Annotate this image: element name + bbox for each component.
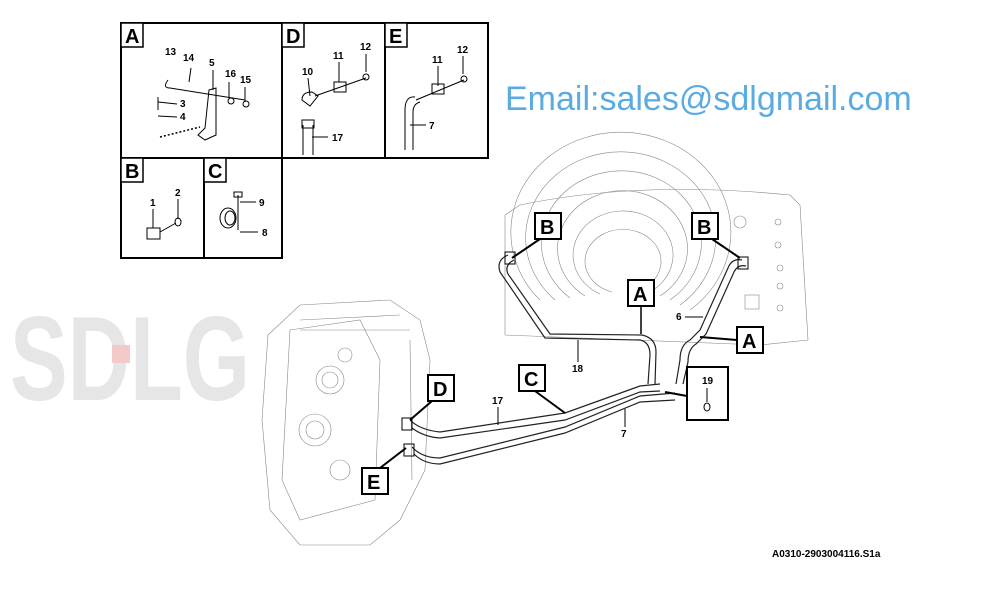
fitting-b-right [737, 256, 749, 270]
hose-7 [411, 392, 676, 465]
detail-view-c: C 9 8 [203, 157, 268, 239]
callout-16: 16 [225, 69, 237, 80]
callout-2: 2 [175, 188, 181, 199]
view-c-label: C [208, 161, 222, 183]
callout-3: 3 [180, 99, 186, 110]
detail-view-b: B 1 2 [120, 157, 182, 240]
fitting-d [401, 417, 413, 431]
callout-6: 6 [676, 312, 682, 323]
marker-b-right: B [691, 212, 741, 259]
fitting-e [403, 443, 415, 457]
detail-view-d: D 10 11 12 17 [281, 22, 372, 155]
view-a-label: A [125, 26, 139, 48]
email-watermark: Email:sales@sdlgmail.com [505, 80, 912, 118]
fan-guard [510, 131, 732, 311]
marker-d-label: D [433, 379, 447, 401]
callout-8: 8 [262, 228, 268, 239]
callout-1: 1 [150, 198, 156, 209]
marker-a-right: A [699, 326, 764, 354]
radiator-fan-shroud [504, 131, 809, 346]
callout-9: 9 [259, 198, 265, 209]
hose-17 [409, 383, 661, 439]
view-d-label: D [286, 26, 300, 48]
callout-17-main: 17 [492, 396, 504, 407]
marker-d: D [409, 374, 455, 421]
callout-4: 4 [180, 112, 186, 123]
fitting-b-left [504, 251, 516, 265]
brand-watermark: SDLG [10, 292, 250, 426]
detail-view-e: E 11 12 7 [384, 22, 469, 150]
view-e-label: E [389, 26, 402, 48]
marker-b-left: B [511, 212, 562, 259]
transmission-housing [261, 299, 431, 546]
callout-7: 7 [429, 121, 435, 132]
drawing-code: A0310-2903004116.S1a [772, 549, 881, 560]
marker-e: E [361, 447, 407, 495]
main-callouts: 6 18 17 7 [492, 312, 703, 440]
view-b-label: B [125, 161, 139, 183]
hose-6 [675, 259, 747, 385]
marker-c: C [518, 364, 566, 414]
marker-b-left-label: B [540, 217, 554, 239]
callout-13: 13 [165, 47, 177, 58]
marker-b-right-label: B [697, 217, 711, 239]
marker-a-center: A [627, 279, 655, 334]
callout-12: 12 [457, 45, 469, 56]
marker-e-label: E [367, 472, 380, 494]
callout-14: 14 [183, 53, 195, 64]
detail-view-a: A 13 14 5 16 15 3 4 [120, 22, 252, 141]
callout-11: 11 [333, 51, 344, 62]
callout-5: 5 [209, 58, 215, 69]
callout-11: 11 [432, 55, 443, 66]
callout-19: 19 [702, 376, 714, 387]
callout-17: 17 [332, 133, 344, 144]
callout-10: 10 [302, 67, 314, 78]
callout-12: 12 [360, 42, 372, 53]
marker-a-center-label: A [633, 284, 647, 306]
callout-18: 18 [572, 364, 584, 375]
callout-15: 15 [240, 75, 252, 86]
part-19-box: 19 [664, 366, 729, 421]
callout-7-main: 7 [621, 429, 627, 440]
marker-a-right-label: A [742, 331, 756, 353]
marker-c-label: C [524, 369, 538, 391]
